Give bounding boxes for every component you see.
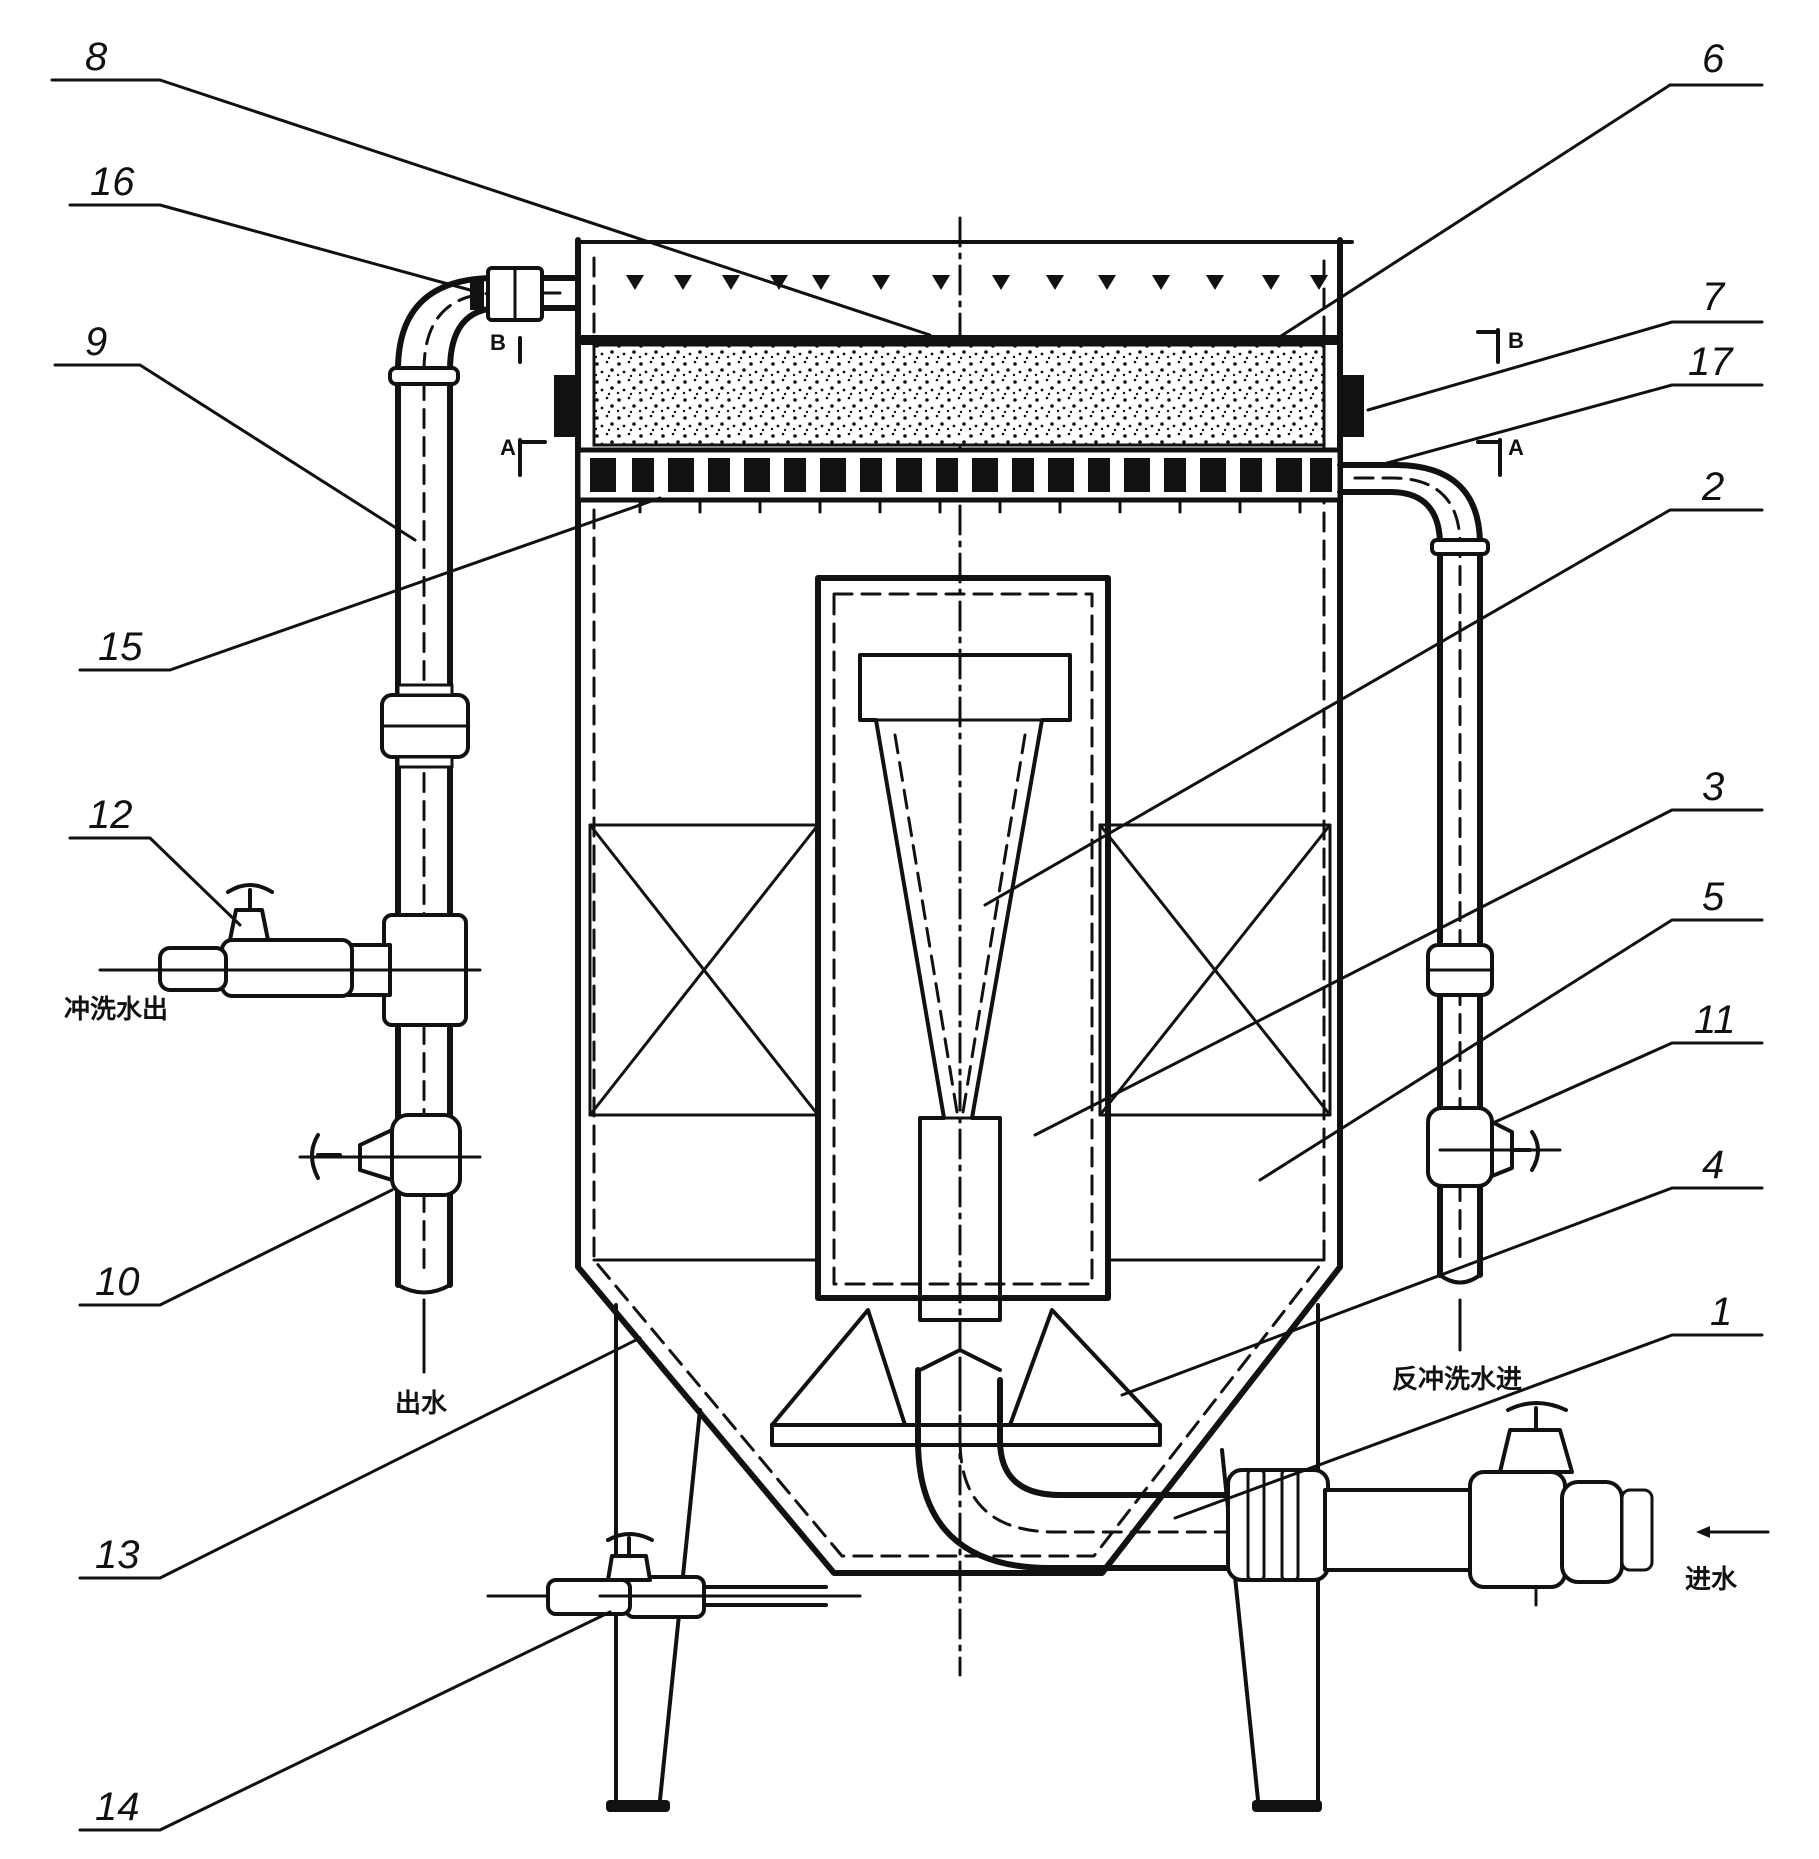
part-label-15: 15 xyxy=(98,625,143,669)
part-label-2: 2 xyxy=(1701,465,1724,509)
section-marks: A A B B xyxy=(490,328,1524,477)
drain-valve-assembly xyxy=(486,1532,862,1619)
vessel-body xyxy=(575,237,1354,1576)
part-label-4: 4 xyxy=(1702,1143,1724,1187)
part-label-8: 8 xyxy=(85,35,108,79)
leader-lines xyxy=(50,78,1764,1832)
backflush-inlet-label: 反冲洗水进 xyxy=(1392,1365,1522,1395)
section-mark-a-left: A xyxy=(500,435,516,460)
part-number-labels: 8 16 9 15 12 10 13 14 6 7 17 2 3 5 11 4 … xyxy=(85,35,1736,1829)
mixing-nozzle xyxy=(858,653,1072,1322)
flush-outlet-label: 冲洗水出 xyxy=(64,995,168,1025)
part-label-11: 11 xyxy=(1694,998,1736,1042)
filter-media-layer xyxy=(554,335,1364,447)
outlet-water-label: 出水 xyxy=(395,1389,448,1419)
part-label-12: 12 xyxy=(88,793,133,837)
part-label-3: 3 xyxy=(1702,765,1724,809)
flow-labels: 冲洗水出 出水 反冲洗水进 进水 xyxy=(64,995,1770,1595)
section-mark-b-right: B xyxy=(1508,328,1524,353)
distribution-plate xyxy=(575,447,1343,514)
section-mark-b-left: B xyxy=(490,330,506,355)
part-label-13: 13 xyxy=(95,1533,140,1577)
vessel-legs xyxy=(606,1303,1322,1812)
water-level-markers xyxy=(626,275,1328,290)
inlet-water-label: 进水 xyxy=(1685,1565,1738,1595)
left-outlet-pipe xyxy=(98,266,581,1374)
part-label-6: 6 xyxy=(1702,37,1725,81)
part-label-7: 7 xyxy=(1702,275,1726,319)
part-label-17: 17 xyxy=(1688,340,1734,384)
reaction-cylinder xyxy=(815,575,1111,1301)
part-label-5: 5 xyxy=(1702,875,1725,919)
part-label-1: 1 xyxy=(1710,1290,1732,1334)
part-label-9: 9 xyxy=(85,320,107,364)
separation-chambers xyxy=(588,823,1332,1262)
cone-deflector xyxy=(770,1308,1162,1447)
part-label-16: 16 xyxy=(90,160,135,204)
part-label-14: 14 xyxy=(95,1785,140,1829)
inlet-pipe xyxy=(915,1348,1253,1571)
part-label-10: 10 xyxy=(95,1260,140,1304)
section-mark-a-right: A xyxy=(1508,435,1524,460)
right-backflush-pipe xyxy=(1337,462,1562,1352)
inlet-valve-assembly xyxy=(1226,1401,1654,1607)
